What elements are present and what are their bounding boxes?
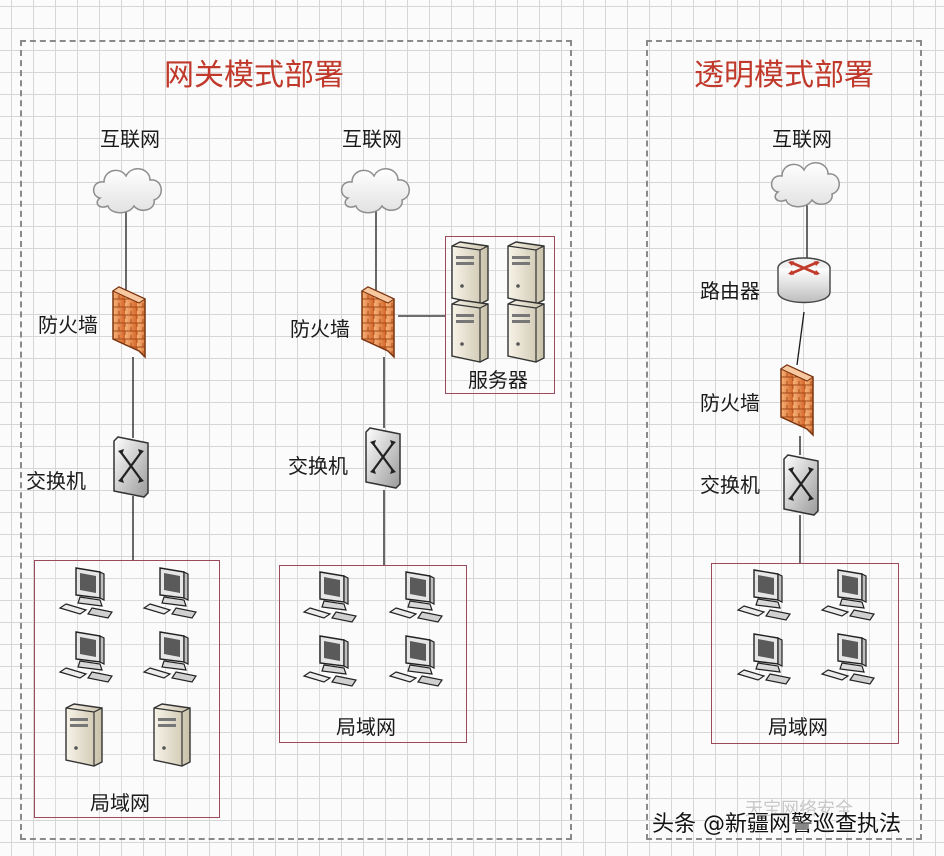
transparent-mode-panel [646,40,922,840]
workstation-icon [303,635,357,687]
workstation-icon [737,633,791,685]
firewall-label: 防火墙 [700,391,760,415]
router-icon [776,256,832,304]
switch-label: 交换机 [288,454,348,478]
workstation-icon [821,569,875,621]
workstation-icon [143,631,197,683]
internet-cloud-icon [340,168,410,214]
connection-lines [125,205,808,565]
lan-label: 局域网 [90,791,150,815]
internet-label: 互联网 [342,127,402,151]
switch-icon [782,453,820,517]
gateway-mode-title: 网关模式部署 [164,58,344,93]
lan-group-box-3 [711,563,899,744]
server-icon [507,241,545,305]
server-icon [451,241,489,305]
switch-label: 交换机 [700,473,760,497]
firewall-icon [112,286,146,358]
internet-label: 互联网 [772,127,832,151]
server-icon [507,299,545,363]
internet-cloud-icon [92,168,162,214]
server-label: 服务器 [468,368,528,392]
switch-icon [364,426,402,490]
lan-label: 局域网 [336,715,396,739]
router-label: 路由器 [700,279,760,303]
firewall-icon [361,286,395,358]
workstation-icon [389,571,443,623]
switch-icon [112,435,150,499]
transparent-mode-title: 透明模式部署 [694,58,874,93]
internet-cloud-icon [770,162,840,208]
gateway-mode-panel [20,40,572,840]
firewall-label: 防火墙 [38,313,98,337]
workstation-icon [59,631,113,683]
server-icon [451,299,489,363]
firewall-label: 防火墙 [290,317,350,341]
server-icon [153,703,191,767]
workstation-icon [143,567,197,619]
server-icon [65,703,103,767]
workstation-icon [303,571,357,623]
source-watermark: 头条 @新疆网警巡查执法 [652,812,901,837]
workstation-icon [59,567,113,619]
lan-group-box-2 [279,565,467,743]
workstation-icon [821,633,875,685]
lan-group-box-1 [34,560,220,818]
faint-watermark: 天宝网络安全 [745,799,853,820]
switch-label: 交换机 [26,469,86,493]
lan-label: 局域网 [768,715,828,739]
firewall-icon [780,364,814,436]
workstation-icon [737,569,791,621]
internet-label: 互联网 [100,127,160,151]
workstation-icon [389,635,443,687]
